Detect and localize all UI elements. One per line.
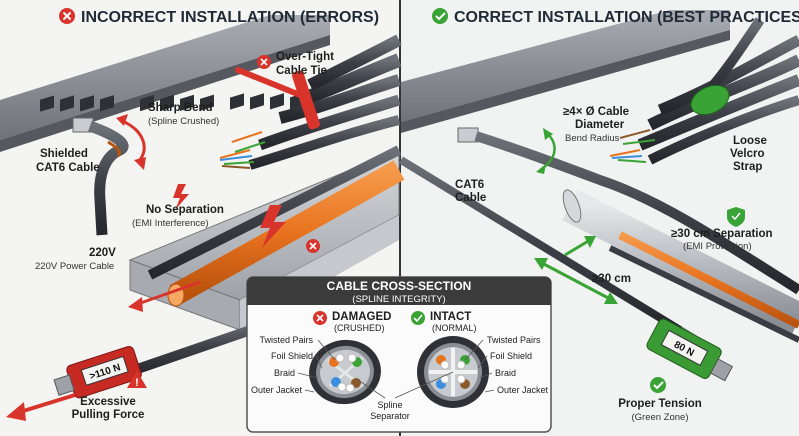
warning-icon — [127, 371, 147, 388]
label-spline-crushed: (Spline Crushed) — [148, 116, 219, 127]
label-220v-power-cable: 220V Power Cable — [35, 261, 114, 272]
label-intact: INTACT — [430, 311, 471, 323]
pull-gauge-red: >110 N — [53, 345, 142, 399]
gentle-bend-cable — [457, 127, 799, 295]
right-cable-bundle — [609, 17, 799, 165]
right-long-cable — [398, 156, 683, 334]
right-conduit — [562, 189, 799, 343]
label-separator: Separator — [370, 411, 410, 421]
left-label-twisted-pairs: Twisted Pairs — [259, 335, 313, 345]
right-header-title: CORRECT INSTALLATION (BEST PRACTICES) — [454, 9, 799, 26]
over-tight-cable-tie — [292, 70, 320, 130]
right-twisted-pairs — [609, 129, 656, 163]
label-velcro: Velcro — [730, 148, 765, 160]
pull-arrow-upper — [128, 297, 143, 312]
power-cable — [169, 160, 405, 305]
label-loose: Loose — [733, 135, 767, 147]
intact-icon — [411, 311, 425, 325]
label-proper-tension: Proper Tension — [618, 398, 702, 410]
right-label-foil-shield: Foil Shield — [490, 351, 532, 361]
label-no-separation: No Separation — [146, 204, 224, 216]
left-label-outer-jacket: Outer Jacket — [251, 385, 303, 395]
panel-divider — [399, 0, 401, 436]
tension-ok-icon — [650, 377, 666, 393]
label-cable-tie: Cable Tie — [276, 65, 327, 77]
label-damaged: DAMAGED — [332, 311, 391, 323]
right-header: CORRECT INSTALLATION (BEST PRACTICES) — [432, 8, 799, 26]
svg-text:!: ! — [135, 377, 139, 389]
ok-icon — [432, 8, 448, 24]
label-30cm: ≥30 cm — [592, 273, 631, 285]
sharp-bend-cable — [72, 117, 129, 236]
label-cat6-cable: Cable — [455, 192, 486, 204]
right-label-outer-jacket: Outer Jacket — [497, 385, 549, 395]
pull-gauge-green: 80 N — [646, 318, 734, 382]
label-bend-radius-2: Diameter — [575, 119, 625, 131]
label-normal: (NORMAL) — [432, 323, 477, 333]
label-excessive: Excessive — [80, 396, 136, 408]
label-green-zone: (Green Zone) — [631, 412, 688, 423]
lightning-bolt-icon — [260, 205, 286, 248]
label-shielded: Shielded — [40, 148, 88, 160]
distance-arrow — [539, 260, 613, 302]
label-220v: 220V — [89, 247, 116, 259]
label-separation: ≥30 cm Separation — [671, 228, 773, 240]
label-shielded-cat6: CAT6 Cable — [36, 162, 100, 174]
label-pulling-force: Pulling Force — [72, 409, 145, 421]
left-cable-bundle — [219, 34, 402, 170]
label-bend-radius-3: Bend Radius — [565, 133, 620, 144]
left-header-title: INCORRECT INSTALLATION (ERRORS) — [81, 9, 379, 26]
right-label-braid: Braid — [495, 368, 516, 378]
inset-subtitle: (SPLINE INTEGRITY) — [352, 294, 445, 305]
label-strap: Strap — [733, 161, 762, 173]
velcro-strap — [690, 84, 730, 116]
left-label-foil-shield: Foil Shield — [271, 351, 313, 361]
right-patch-panel — [401, 10, 730, 133]
inset-title: CABLE CROSS-SECTION — [327, 279, 472, 293]
right-label-twisted-pairs: Twisted Pairs — [487, 335, 541, 345]
label-emi-interference: (EMI Interference) — [132, 218, 209, 229]
left-label-braid: Braid — [274, 368, 295, 378]
label-bend-radius-1: ≥4× Ø Cable — [563, 106, 629, 118]
left-header: INCORRECT INSTALLATION (ERRORS) — [59, 8, 379, 26]
exposed-twisted-pairs — [219, 131, 266, 169]
cross-section-inset: CABLE CROSS-SECTION (SPLINE INTEGRITY) D… — [246, 276, 552, 433]
pull-arrow-lower — [6, 402, 26, 421]
label-crushed: (CRUSHED) — [334, 323, 385, 333]
label-emi-protection: (EMI Protection) — [683, 241, 752, 252]
label-over-tight: Over-Tight — [276, 51, 334, 63]
label-cat6: CAT6 — [455, 179, 484, 191]
damaged-cross-section — [309, 339, 381, 405]
label-spline: Spline — [377, 400, 402, 410]
label-sharp-bend: Sharp Bend — [148, 102, 213, 114]
lightning-small-icon — [173, 184, 189, 210]
